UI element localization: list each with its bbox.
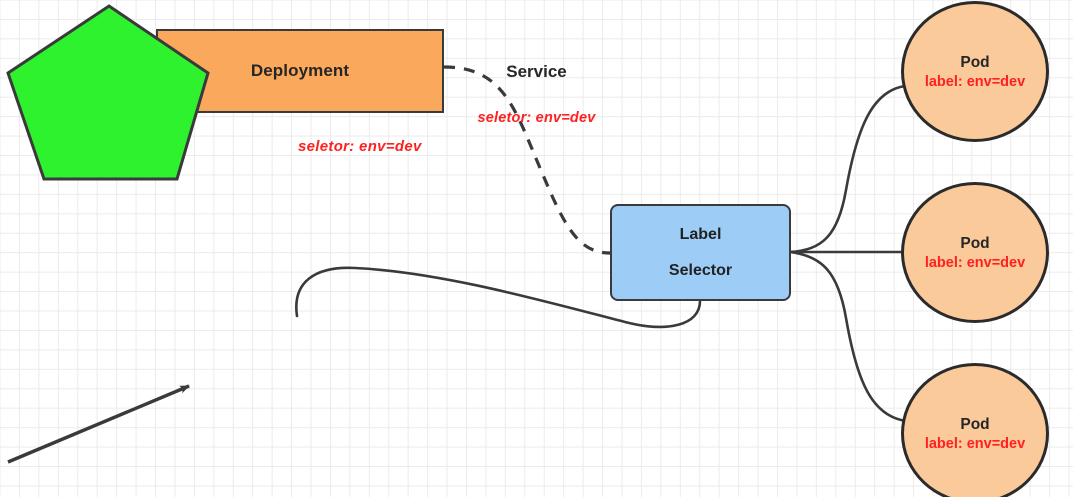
pod-selector-annotation: label: env=dev [924, 254, 1026, 271]
label-selector-line2: Selector [668, 261, 733, 279]
label-selector-line1: Label [679, 225, 722, 243]
pod-label: Pod [960, 234, 990, 252]
edge-label-selector-to-pod-1 [788, 84, 907, 254]
pod-selector-annotation: label: env=dev [924, 73, 1026, 90]
node-label-selector[interactable]: Label Selector [610, 204, 791, 301]
node-pod-2[interactable]: Pod label: env=dev [901, 182, 1049, 323]
edge-label-selector-to-pod-3 [788, 250, 908, 423]
edge-deployment-to-label-selector [443, 65, 611, 255]
node-service[interactable]: Service seletor: env=dev [0, 0, 595, 185]
node-pod-3[interactable]: Pod label: env=dev [901, 363, 1049, 497]
pod-label: Pod [960, 53, 990, 71]
deployment-label: Deployment [250, 61, 350, 80]
node-pod-1[interactable]: Pod label: env=dev [901, 1, 1049, 142]
edge-incoming-traffic-to-service [7, 384, 190, 464]
pentagon-shape [6, 4, 210, 181]
pod-selector-annotation: label: env=dev [924, 435, 1026, 452]
pod-label: Pod [960, 415, 990, 433]
deployment-selector-annotation: seletor: env=dev [298, 138, 422, 155]
